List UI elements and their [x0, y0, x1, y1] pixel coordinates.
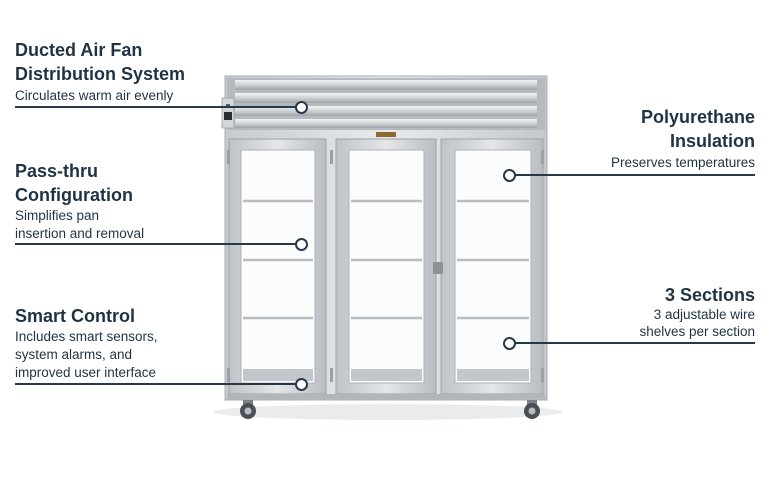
insulation-leader-line	[512, 174, 755, 176]
control-callout-title: Smart Control	[15, 306, 136, 326]
door-center	[335, 138, 438, 395]
sections-callout-title: 3 Sections	[664, 285, 755, 305]
control-callout-description-line2: system alarms, and	[15, 347, 133, 362]
fan-callout-title-line2: Distribution System	[15, 64, 186, 84]
fan-callout-description: Circulates warm air evenly	[15, 88, 174, 103]
floor-shadow	[213, 404, 563, 420]
caster-left	[240, 400, 256, 419]
control-callout-description-line3: improved user interface	[15, 365, 157, 380]
passthru-marker-dot	[295, 238, 308, 251]
control-panel	[221, 97, 235, 129]
control-callout-description-line1: Includes smart sensors,	[15, 329, 158, 344]
insulation-callout-description: Preserves temperatures	[610, 155, 755, 170]
cabinet-base	[227, 394, 545, 400]
sections-callout-description-line1: 3 adjustable wire	[653, 307, 755, 322]
door-right	[438, 138, 544, 395]
sections-leader-line	[512, 342, 755, 344]
passthru-callout-title-line2: Configuration	[15, 185, 133, 205]
door-left	[228, 138, 327, 395]
door-hinges	[227, 150, 544, 382]
brand-badge	[376, 132, 396, 137]
fan-leader-line	[15, 106, 297, 108]
fan-callout-title-line1: Ducted Air Fan	[15, 40, 143, 60]
passthru-leader-line	[15, 243, 297, 245]
caster-right	[524, 400, 540, 419]
insulation-callout-title-line1: Polyurethane	[640, 107, 755, 127]
sections-marker-dot	[503, 337, 516, 350]
insulation-callout-title-line2: Insulation	[670, 131, 755, 151]
louvered-grille	[227, 78, 545, 130]
fan-marker-dot	[295, 101, 308, 114]
control-leader-line	[15, 383, 297, 385]
passthru-callout-description-line1: Simplifies pan	[15, 208, 100, 223]
passthru-callout-description-line2: insertion and removal	[15, 226, 145, 241]
insulation-marker-dot	[503, 169, 516, 182]
passthru-callout-title-line1: Pass-thru	[15, 161, 99, 181]
control-marker-dot	[295, 378, 308, 391]
sections-callout-description-line2: shelves per section	[639, 324, 755, 339]
